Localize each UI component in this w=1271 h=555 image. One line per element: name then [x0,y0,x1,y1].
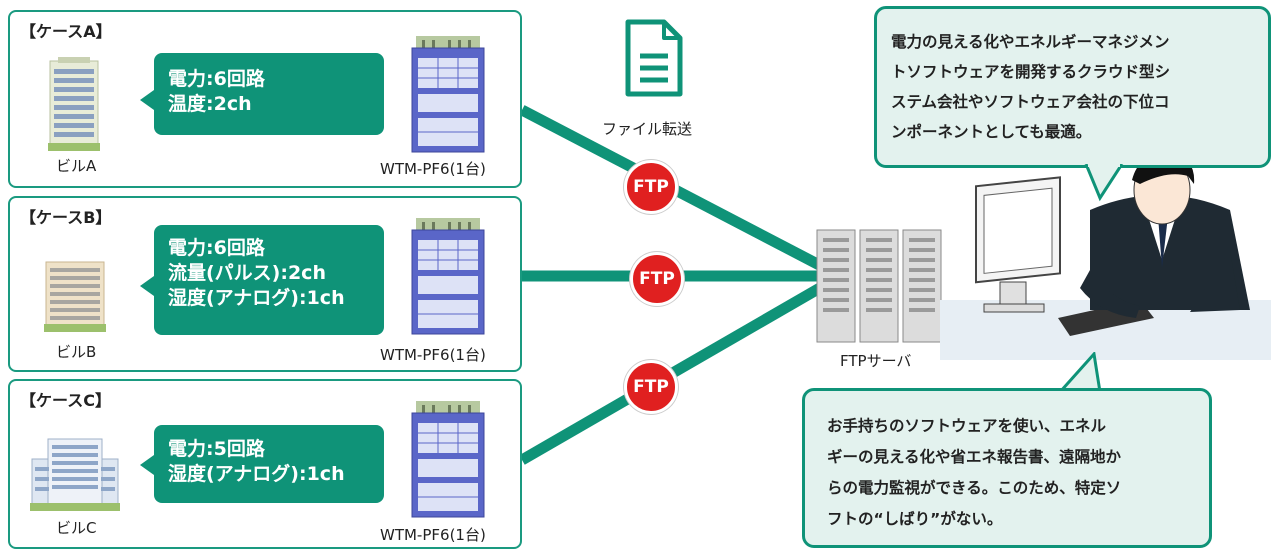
top-callout-line-4: ンポーネントとしても最適。 [891,123,1092,141]
spec-bubble-b: 電力:6回路 流量(パルス):2ch 湿度(アナログ):1ch [154,225,384,335]
spec-a-1: 電力:6回路 [168,68,265,90]
ftp-badge-b: FTP [630,252,684,306]
device-c-label: WTM-PF6(1台) [380,526,486,544]
bubble-b-tail [140,276,154,296]
businessman-at-computer-icon [940,153,1271,360]
document-icon [625,19,683,97]
building-a-label: ビルA [56,157,97,175]
ftp-badge-c: FTP [624,360,678,414]
case-c-title: 【ケースC】 [20,391,111,410]
spec-b-2: 流量(パルス):2ch [168,262,326,284]
case-a-panel: 【ケースA】 ビルA 電力:6回路 温度:2ch WTM-PF6(1台) [8,10,522,188]
file-transfer-label: ファイル転送 [602,120,693,138]
spec-bubble-c: 電力:5回路 湿度(アナログ):1ch [154,425,384,503]
device-b-label: WTM-PF6(1台) [380,346,486,364]
top-callout-line-2: トソフトウェアを開発するクラウド型シ [891,63,1171,81]
device-a-label: WTM-PF6(1台) [380,160,486,178]
case-b-title: 【ケースB】 [20,208,112,227]
top-callout: 電力の見える化やエネルギーマネジメン トソフトウェアを開発するクラウド型シ ステ… [874,6,1271,168]
spec-bubble-a: 電力:6回路 温度:2ch [154,53,384,135]
server-icon [816,229,942,343]
building-a-icon [48,57,100,151]
spec-b-3: 湿度(アナログ):1ch [168,287,345,309]
top-callout-tail [1084,164,1124,202]
bubble-a-tail [140,90,154,110]
bottom-callout-tail [1058,352,1102,394]
bottom-callout-line-1: お手持ちのソフトウェアを使い、エネル [827,417,1107,435]
bottom-callout: お手持ちのソフトウェアを使い、エネル ギーの見える化や省エネ報告書、遠隔地か ら… [802,388,1212,548]
spec-c-1: 電力:5回路 [168,438,265,460]
spec-c-2: 湿度(アナログ):1ch [168,463,345,485]
device-c-icon [411,401,485,518]
device-b-icon [411,218,485,335]
spec-b-1: 電力:6回路 [168,237,265,259]
ftp-badge-a: FTP [624,160,678,214]
bottom-callout-line-3: らの電力監視ができる。このため、特定ソ [827,479,1122,497]
top-callout-line-1: 電力の見える化やエネルギーマネジメン [891,33,1170,51]
bubble-c-tail [140,455,154,475]
case-c-panel: 【ケースC】 ビルC 電力:5回路 湿度(アナログ):1ch WTM-PF6(1… [8,379,522,549]
bottom-callout-line-4: フトの“しばり”がない。 [827,510,1003,528]
bottom-callout-line-2: ギーの見える化や省エネ報告書、遠隔地か [827,448,1122,466]
server-label: FTPサーバ [840,352,912,370]
top-callout-line-3: ステム会社やソフトウェア会社の下位コ [891,93,1170,111]
case-b-panel: 【ケースB】 ビルB 電力:6回路 流量(パルス):2ch 湿度(アナログ):1… [8,196,522,372]
building-b-icon [44,261,106,332]
case-a-title: 【ケースA】 [20,22,112,41]
building-c-icon [30,438,120,511]
building-b-label: ビルB [56,343,97,361]
spec-a-2: 温度:2ch [168,93,252,115]
building-c-label: ビルC [56,519,97,537]
device-a-icon [411,36,485,153]
